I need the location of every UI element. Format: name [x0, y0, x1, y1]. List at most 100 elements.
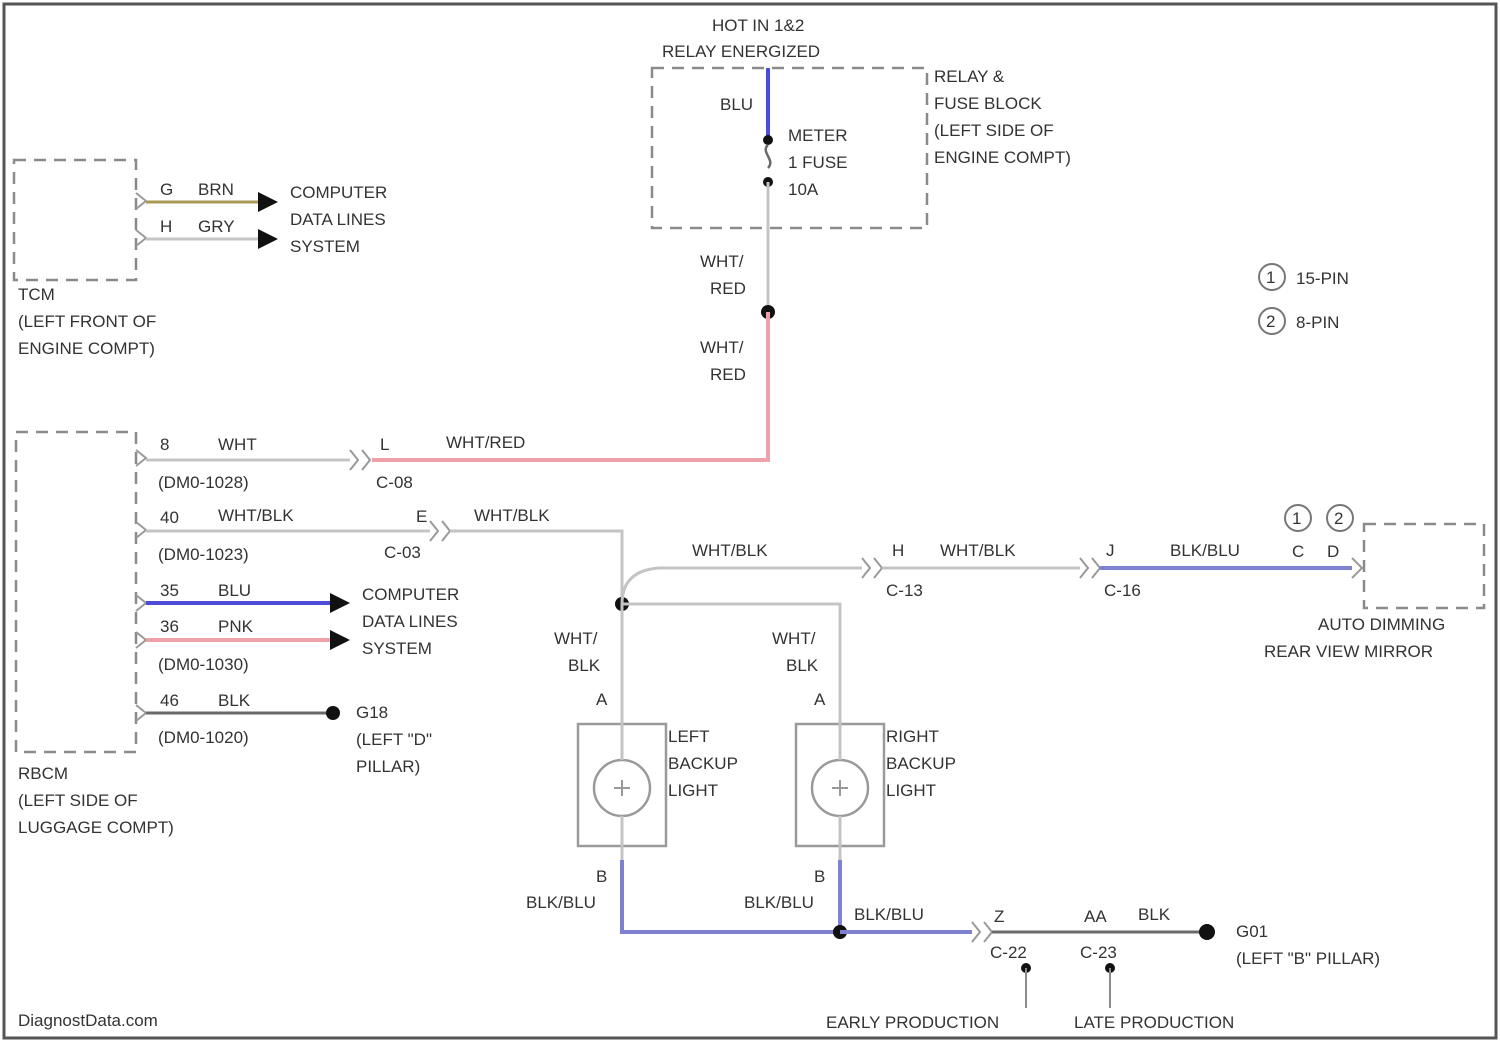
c13-wire-in: WHT/BLK: [692, 541, 768, 560]
watermark: DiagnostData.com: [18, 1011, 158, 1030]
data-lines-mid-line3: SYSTEM: [362, 639, 432, 658]
rbcm-pin-8-terminal: [136, 450, 146, 466]
tcm-wire-gry-label: GRY: [198, 217, 235, 236]
left-lamp-wire-line2: BLK: [568, 656, 601, 675]
c08-pin: L: [380, 435, 389, 454]
c03-name: C-03: [384, 543, 421, 562]
rbcm-pin-35-terminal: [136, 595, 146, 611]
c03-pin: E: [416, 507, 427, 526]
mirror-label-line2: REAR VIEW MIRROR: [1264, 642, 1433, 661]
tcm-label-line2: (LEFT FRONT OF: [18, 312, 156, 331]
fuse-terminal-top: [763, 135, 773, 145]
tcm-wire-brn-label: BRN: [198, 180, 234, 199]
rbcm-conn-e: (DM0-1020): [158, 728, 249, 747]
data-lines-top-line1: COMPUTER: [290, 183, 387, 202]
ground-wire1: BLK/BLU: [854, 905, 924, 924]
left-bulb-filament-icon: [614, 780, 630, 796]
ground-pin-aa: AA: [1084, 907, 1107, 926]
rbcm-pin-8: 8: [160, 435, 169, 454]
g18-line1: G18: [356, 703, 388, 722]
rbcm-wire-pnk: PNK: [218, 617, 254, 636]
g18-ground-dot: [326, 706, 340, 720]
wht-red-upper-line1: WHT/: [700, 252, 744, 271]
right-bulb-filament-icon: [832, 780, 848, 796]
rbcm-pin-35: 35: [160, 581, 179, 600]
wht-red-lower-line2: RED: [710, 365, 746, 384]
mirror-num1: 2: [1334, 509, 1343, 528]
c13-pin: H: [892, 541, 904, 560]
legend-num1: 1: [1266, 268, 1275, 287]
relay-label-line2: FUSE BLOCK: [934, 94, 1042, 113]
g18-line2: (LEFT "D": [356, 730, 432, 749]
left-lamp-pin-a: A: [596, 690, 608, 709]
rbcm-pin-36: 36: [160, 617, 179, 636]
c08-connector: [350, 450, 370, 470]
legend-num2: 2: [1266, 312, 1275, 331]
rbcm-conn-d: (DM0-1030): [158, 655, 249, 674]
wht-red-wire-lower: [372, 312, 768, 460]
data-lines-mid-line2: DATA LINES: [362, 612, 458, 631]
rbcm-pin-40-terminal: [136, 522, 146, 538]
left-lamp-wire-line1: WHT/: [554, 629, 598, 648]
left-lamp-label-line2: BACKUP: [668, 754, 738, 773]
fuse-label-line2: 1 FUSE: [788, 153, 848, 172]
rbcm-pin-46: 46: [160, 691, 179, 710]
arrow-gry: [258, 229, 278, 249]
right-lamp-label-line1: RIGHT: [886, 727, 939, 746]
c22-c23-connector: [972, 922, 992, 942]
rbcm-conn-b: (DM0-1023): [158, 545, 249, 564]
c16-name: C-16: [1104, 581, 1141, 600]
c08-name: C-08: [376, 473, 413, 492]
rbcm-label-line2: (LEFT SIDE OF: [18, 791, 138, 810]
fuse-label-line1: METER: [788, 126, 848, 145]
tcm-box: [14, 160, 136, 280]
ground-wire2: BLK: [1138, 905, 1171, 924]
rbcm-box: [16, 432, 136, 752]
c16-wire: BLK/BLU: [1170, 541, 1240, 560]
arrow-pnk: [330, 630, 350, 650]
wht-red-lower-line1: WHT/: [700, 338, 744, 357]
c16-connector: [1080, 558, 1100, 578]
c03-wire: WHT/BLK: [474, 506, 550, 525]
c13-name: C-13: [886, 581, 923, 600]
right-lamp-label-line3: LIGHT: [886, 781, 936, 800]
left-lamp-pin-b: B: [596, 867, 607, 886]
rbcm-label-line3: LUGGAGE COMPT): [18, 818, 174, 837]
left-lamp-wire-out: BLK/BLU: [526, 893, 596, 912]
relay-label-line1: RELAY &: [934, 67, 1005, 86]
mirror-terminal: [1352, 558, 1362, 578]
whtblk-wire-to-c13: [622, 568, 862, 604]
whtblk-wire-to-splice: [450, 531, 622, 604]
c08-wire: WHT/RED: [446, 433, 525, 452]
wht-red-upper-line2: RED: [710, 279, 746, 298]
fuse-label-line3: 10A: [788, 180, 819, 199]
relay-fuse-block-box: [652, 68, 927, 228]
mirror-num2: 1: [1292, 509, 1301, 528]
conn-c23: C-23: [1080, 943, 1117, 962]
rbcm-wire-blu: BLU: [218, 581, 251, 600]
g01-line2: (LEFT "B" PILLAR): [1236, 949, 1380, 968]
rbcm-wire-whtblk: WHT/BLK: [218, 506, 294, 525]
right-lamp-label-line2: BACKUP: [886, 754, 956, 773]
right-lamp-wire-line1: WHT/: [772, 629, 816, 648]
left-lamp-label-line3: LIGHT: [668, 781, 718, 800]
arrow-brn: [258, 192, 278, 212]
rbcm-pin-36-terminal: [136, 632, 146, 648]
rbcm-wire-wht: WHT: [218, 435, 257, 454]
data-lines-top-line2: DATA LINES: [290, 210, 386, 229]
c16-pin: J: [1106, 541, 1115, 560]
tcm-pin-h: H: [160, 217, 172, 236]
hot-header-line2: RELAY ENERGIZED: [662, 42, 820, 61]
conn-c22: C-22: [990, 943, 1027, 962]
early-production: EARLY PRODUCTION: [826, 1013, 999, 1032]
relay-label-line3: (LEFT SIDE OF: [934, 121, 1054, 140]
tcm-label-line3: ENGINE COMPT): [18, 339, 155, 358]
legend-15pin: 15-PIN: [1296, 269, 1349, 288]
mirror-label-line1: AUTO DIMMING: [1318, 615, 1445, 634]
fuse-symbol: [766, 145, 771, 168]
relay-label-line4: ENGINE COMPT): [934, 148, 1071, 167]
data-lines-top-line3: SYSTEM: [290, 237, 360, 256]
tcm-pin-h-terminal: [136, 230, 146, 246]
arrow-blu: [330, 593, 350, 613]
